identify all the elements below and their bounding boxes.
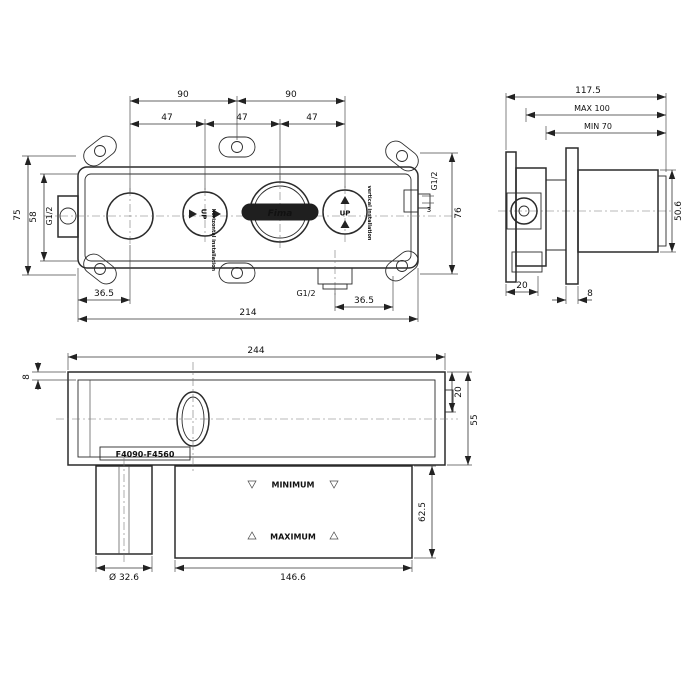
horizontal-installation-label: horizontal installation (210, 209, 216, 272)
thread-bottom-label: G1/2 (296, 289, 315, 298)
dim-214: 214 (239, 308, 256, 318)
triangle-down-icon (329, 480, 339, 489)
up-arrow-icon (340, 220, 350, 228)
dim-90-left: 90 (177, 90, 189, 100)
dim-50-6: 50.6 (674, 201, 684, 221)
triangle-down-icon (247, 480, 257, 489)
model-label-box (99, 446, 191, 461)
up-label: UP (200, 209, 208, 220)
dim-76: 76 (454, 207, 464, 219)
dim-8-bottom: 8 (22, 374, 32, 380)
center-cartridge: Fima (241, 181, 319, 243)
bottom-body: F4090-F4560 (56, 362, 458, 474)
protection-box-cap (657, 175, 667, 247)
front-dimensions: 90 90 47 47 47 75 58 G1/2 G1/2 3 (13, 90, 464, 323)
dim-58: 58 (29, 211, 39, 223)
dim-36-5-right: 36.5 (354, 296, 374, 306)
dim-diameter: Ø 32.6 (109, 572, 139, 583)
dim-117-5: 117.5 (575, 86, 601, 96)
vertical-installation-label: vertical installation (366, 186, 372, 241)
mounting-holes (94, 141, 408, 279)
dim-62-5: 62.5 (418, 502, 428, 522)
dim-244: 244 (247, 346, 264, 356)
dim-20-bottom: 20 (454, 386, 464, 398)
cartridge-circle-vertical: UP (322, 189, 368, 235)
front-view: UP Fima UP horizontal installation verti… (13, 90, 464, 323)
up-arrow-icon (340, 196, 350, 204)
model-label: F4090-F4560 (116, 450, 175, 459)
dim-90-right: 90 (285, 90, 297, 100)
right-outlet-port (403, 189, 431, 213)
side-body (505, 147, 667, 285)
dim-8-side: 8 (587, 289, 593, 299)
minimum-band (177, 477, 410, 491)
dim-min-70: MIN 70 (584, 122, 612, 131)
dim-36-5-left: 36.5 (94, 289, 114, 299)
dim-55: 55 (470, 414, 480, 425)
brand-logo: Fima (268, 209, 293, 219)
inlet-cylinder (95, 458, 153, 564)
brand-bar (241, 203, 319, 221)
plaster-guard-block: MINIMUM MAXIMUM (174, 465, 413, 559)
cartridge-circle-horizontal: UP (182, 191, 228, 237)
left-inlet-port (57, 195, 79, 238)
thread-right-label: G1/2 (430, 171, 439, 190)
dim-47-3: 47 (306, 113, 317, 123)
maximum-label: MAXIMUM (270, 533, 316, 542)
up-arrow-icon (189, 209, 197, 219)
bottom-dimensions: 244 8 20 55 62.5 Ø 32.6 146.6 (22, 346, 480, 583)
up-arrow-icon (213, 209, 221, 219)
dim-47-1: 47 (161, 113, 172, 123)
dim-3: 3 (427, 206, 431, 214)
dim-146-6: 146.6 (280, 573, 306, 583)
thread-left-label: G1/2 (45, 206, 54, 225)
side-view: 117.5 MAX 100 MIN 70 50.6 20 8 (498, 86, 684, 304)
dim-20-side: 20 (516, 281, 528, 291)
bottom-view: F4090-F4560 MINIMUM MAXIMUM 244 (22, 346, 480, 583)
minimum-label: MINIMUM (271, 481, 314, 490)
dim-max-100: MAX 100 (574, 104, 610, 113)
triangle-up-icon (329, 531, 339, 540)
maximum-band (177, 529, 410, 543)
dim-47-2: 47 (236, 113, 247, 123)
mounting-plate (565, 147, 579, 285)
side-bottom-port (511, 251, 543, 273)
bottom-outlet-port (317, 267, 353, 290)
dim-75: 75 (13, 209, 23, 220)
up-label: UP (340, 210, 351, 218)
triangle-up-icon (247, 531, 257, 540)
side-dimensions: 117.5 MAX 100 MIN 70 50.6 20 8 (505, 86, 684, 304)
